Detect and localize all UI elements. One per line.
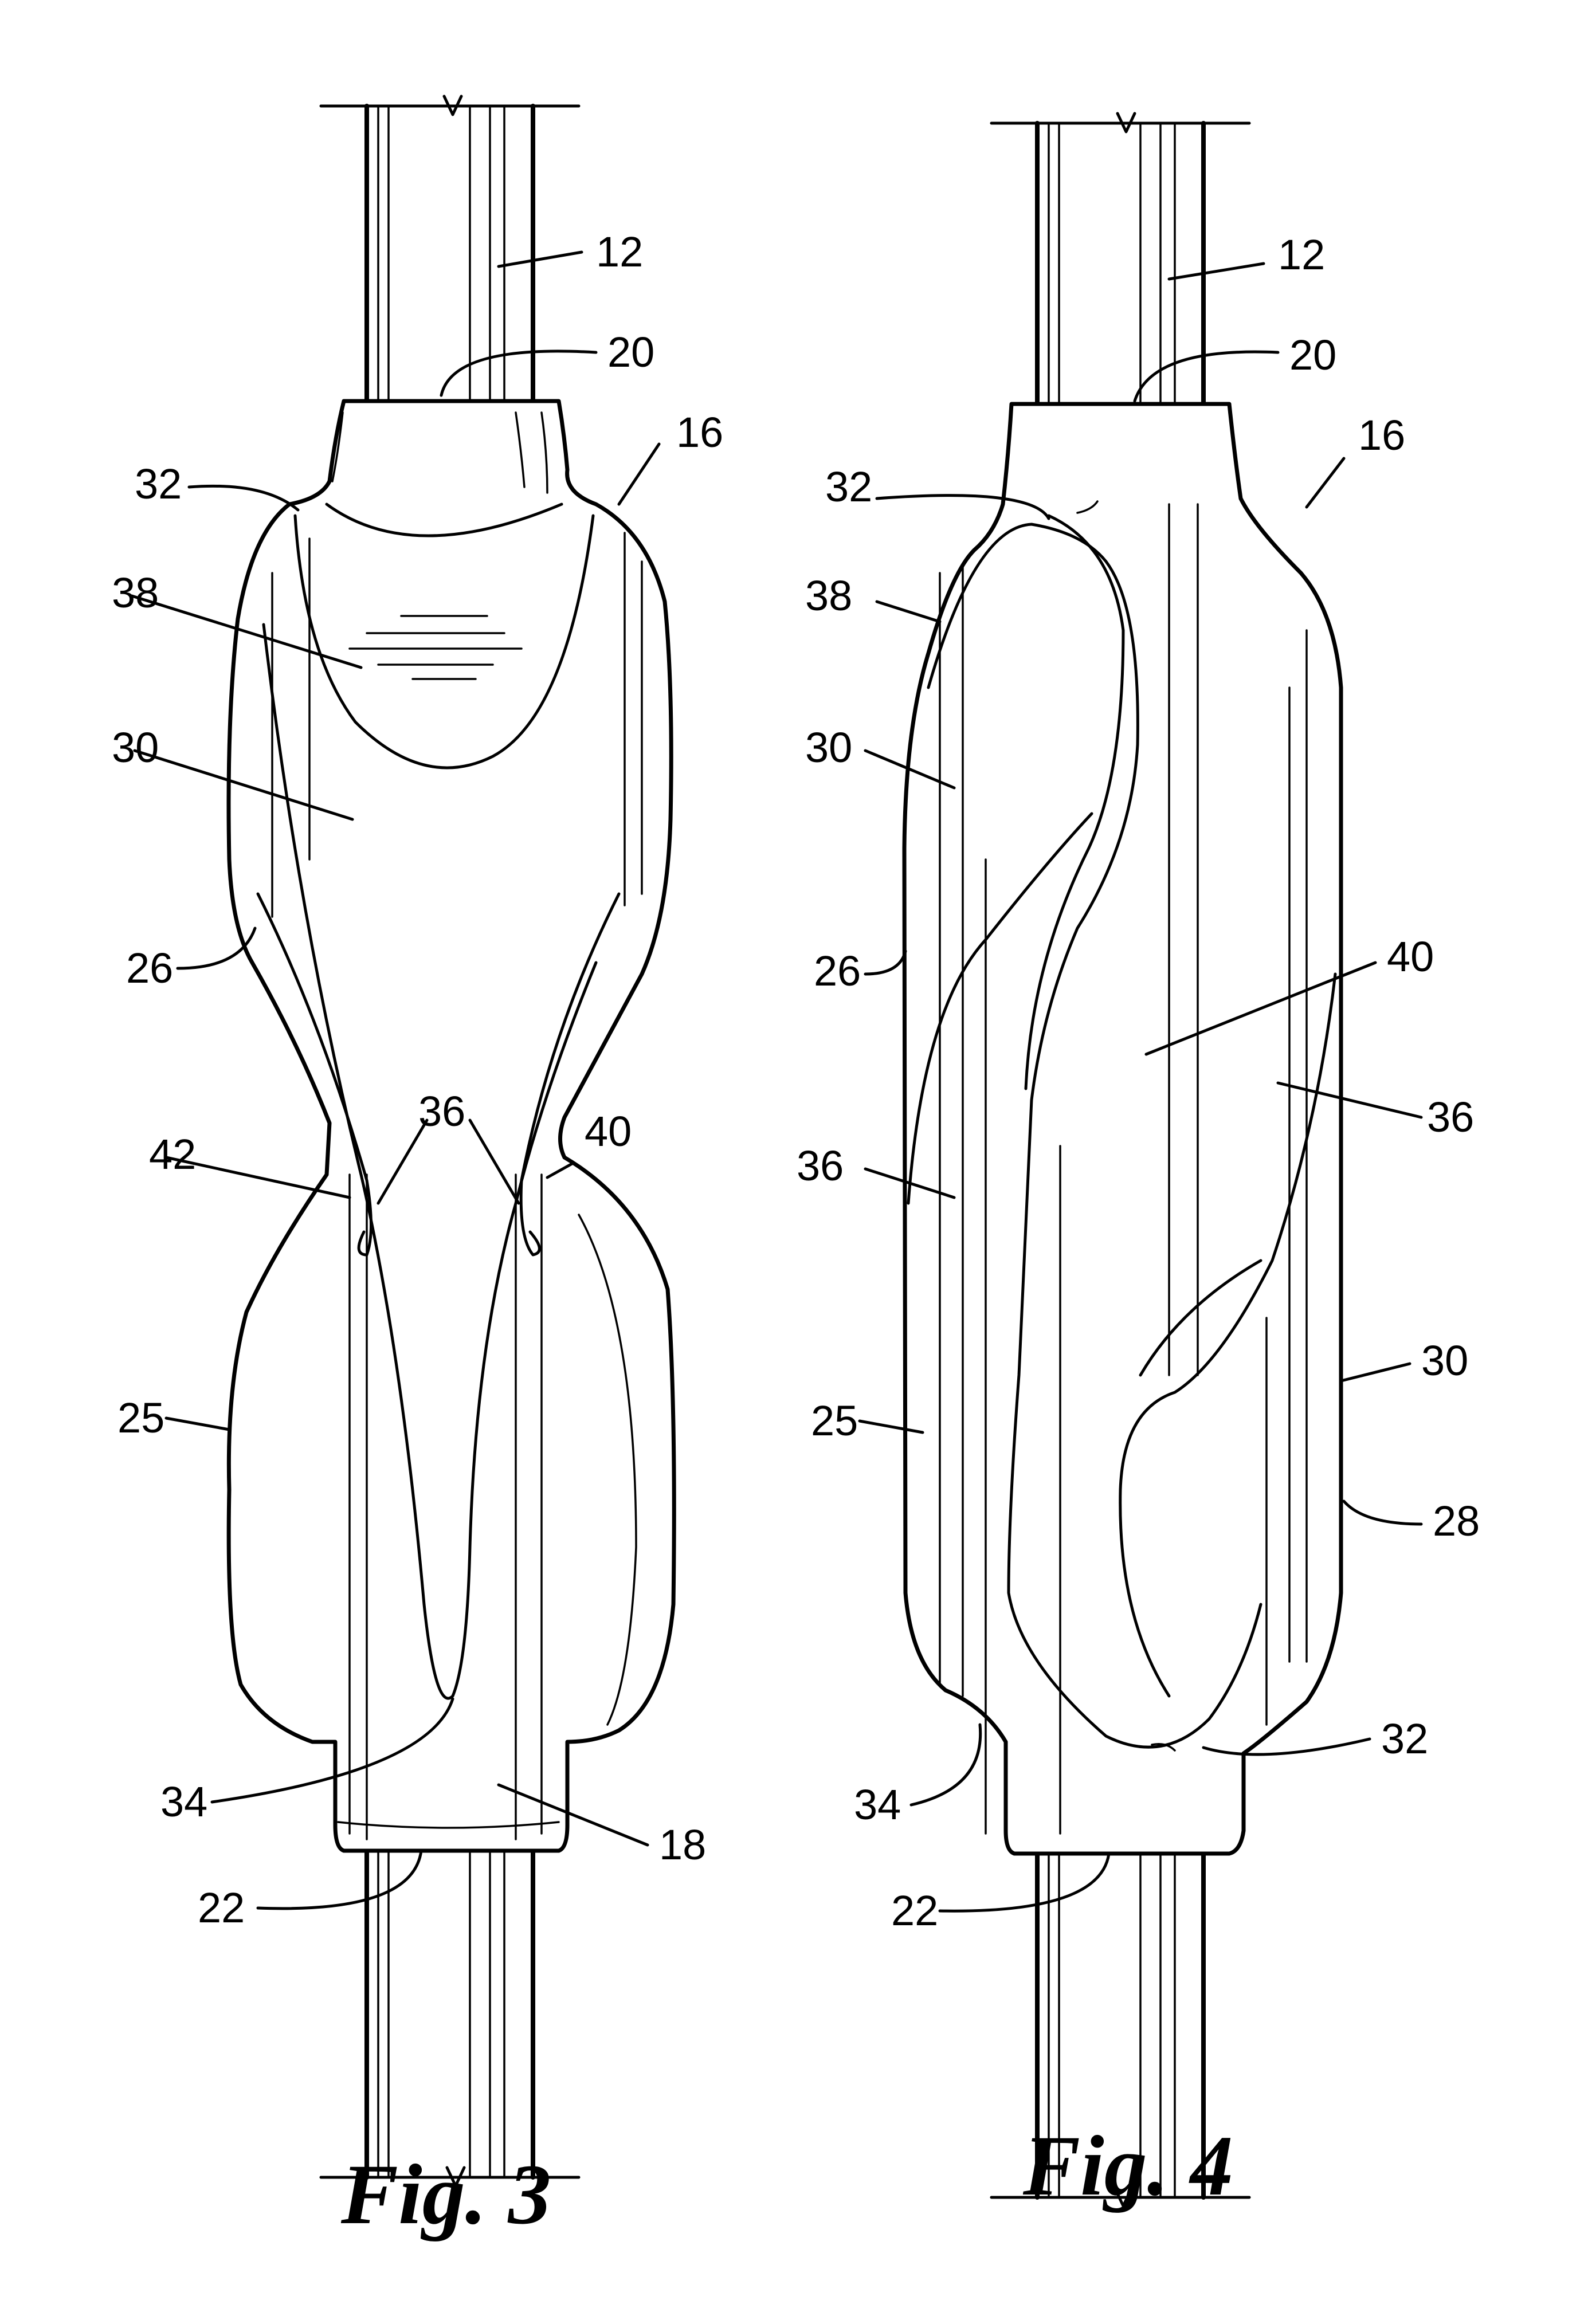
fig4-leader-lines <box>858 262 1423 1913</box>
fig4-caption: Fig. 4 <box>1022 2118 1233 2213</box>
fig4-ref-16: 16 <box>1358 411 1405 459</box>
fig3-reference-numerals: 12 20 16 32 38 30 26 36 40 42 25 34 18 2… <box>112 228 723 1932</box>
fig4-ref-38: 38 <box>805 572 852 619</box>
fig3-caption: Fig. 3 <box>340 2147 551 2242</box>
fig3-ref-42: 42 <box>149 1130 196 1178</box>
figure-4: 12 20 16 32 38 30 26 40 36 36 30 25 28 3… <box>797 112 1480 2213</box>
fig3-ref-25: 25 <box>117 1394 164 1442</box>
fig3-ref-18: 18 <box>659 1821 706 1868</box>
fig3-ref-16: 16 <box>676 409 723 456</box>
fig4-ref-22: 22 <box>891 1887 938 1934</box>
fig4-ref-34: 34 <box>854 1781 901 1828</box>
fig3-ref-36: 36 <box>418 1088 465 1135</box>
fig3-ref-22: 22 <box>198 1884 245 1932</box>
fig4-ref-32-top: 32 <box>825 463 872 511</box>
fig3-ref-26: 26 <box>126 944 173 992</box>
fig4-ref-20: 20 <box>1289 331 1336 379</box>
fig3-balloon <box>226 399 676 1853</box>
fig4-ref-36-right: 36 <box>1427 1093 1474 1141</box>
fig3-ref-32: 32 <box>135 460 182 508</box>
fig4-ref-30-right: 30 <box>1421 1337 1468 1384</box>
fig3-ref-38: 38 <box>112 569 159 617</box>
fig4-ref-28: 28 <box>1433 1497 1480 1545</box>
fig3-ref-20: 20 <box>607 328 654 376</box>
fig4-ref-40: 40 <box>1387 933 1434 980</box>
fig4-ref-12: 12 <box>1278 231 1325 278</box>
fig4-balloon <box>902 402 1343 1856</box>
fig3-ref-12: 12 <box>596 228 643 276</box>
fig4-ref-32-bottom: 32 <box>1381 1715 1428 1762</box>
fig3-ref-40: 40 <box>585 1108 632 1155</box>
fig3-ref-34: 34 <box>160 1778 207 1826</box>
fig4-ref-36-left: 36 <box>797 1142 844 1190</box>
fig3-ref-30: 30 <box>112 724 159 771</box>
fig4-ref-26: 26 <box>814 947 861 995</box>
fig4-ref-30-left: 30 <box>805 724 852 771</box>
figure-3: 12 20 16 32 38 30 26 36 40 42 25 34 18 2… <box>112 95 723 2242</box>
fig4-ref-25: 25 <box>811 1397 858 1444</box>
fig3-leader-lines <box>130 250 661 1910</box>
fig4-reference-numerals: 12 20 16 32 38 30 26 40 36 36 30 25 28 3… <box>797 231 1480 1934</box>
